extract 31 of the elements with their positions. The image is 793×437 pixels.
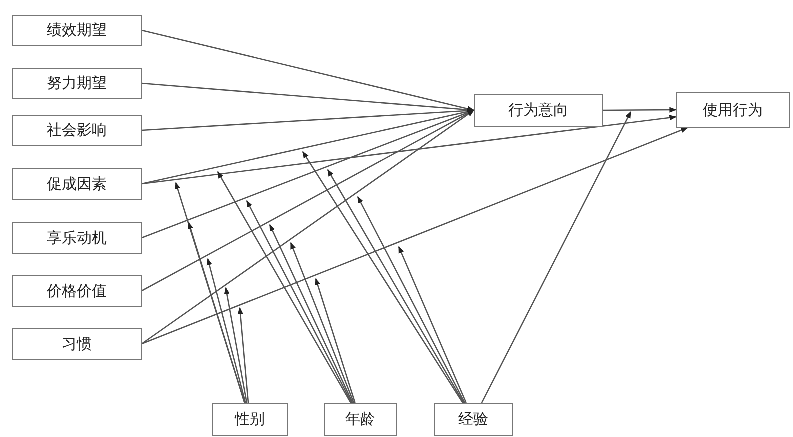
arrow: [206, 258, 246, 404]
arrow: [142, 30, 475, 112]
factor-box: 促成因素: [12, 168, 142, 200]
arrow: [217, 171, 352, 404]
arrow: [224, 287, 248, 404]
arrow: [603, 107, 677, 113]
factor-box: 享乐动机: [12, 222, 142, 254]
factor-box: 社会影响: [12, 115, 142, 146]
arrow: [238, 307, 250, 404]
arrow: [315, 278, 356, 404]
arrow: [290, 242, 355, 404]
factor-box: 努力期望: [12, 68, 142, 99]
arrow: [269, 224, 354, 404]
arrow: [398, 246, 467, 404]
arrow: [327, 169, 464, 404]
arrow: [246, 200, 352, 404]
arrow: [142, 127, 688, 345]
factor-box: 年龄: [324, 403, 397, 436]
arrow: [142, 110, 475, 345]
factor-box: 绩效期望: [12, 15, 142, 46]
factor-box: 经验: [434, 403, 513, 436]
arrow: [188, 222, 246, 404]
arrow: [142, 115, 677, 185]
factor-box: 行为意向: [474, 94, 603, 127]
factor-box: 习惯: [12, 328, 142, 360]
factor-box: 价格价值: [12, 275, 142, 307]
arrow: [302, 151, 464, 404]
arrow: [357, 196, 466, 404]
factor-box: 性别: [212, 403, 288, 436]
arrow: [481, 111, 632, 404]
factor-box: 使用行为: [676, 92, 790, 128]
